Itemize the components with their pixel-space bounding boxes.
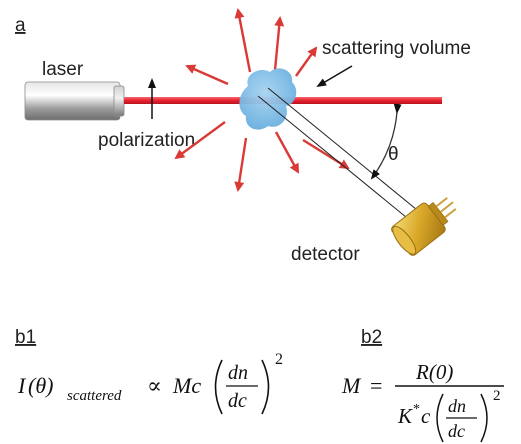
eq-b1-mc: Mc bbox=[172, 373, 201, 398]
eq-b2-equals: = bbox=[370, 373, 382, 398]
angle-arc bbox=[370, 103, 402, 180]
panel-a-label: a bbox=[15, 15, 26, 36]
scattered-light-arrows bbox=[174, 8, 350, 192]
polarization-label: polarization bbox=[98, 130, 195, 151]
eq-b2-exponent: 2 bbox=[493, 388, 501, 404]
eq-b1-proportional: ∝ bbox=[147, 373, 162, 398]
equation-b1: I (θ) scattered ∝ Mc dn dc 2 bbox=[17, 351, 283, 415]
scatter-arrow bbox=[185, 64, 229, 86]
eq-b1-right-paren bbox=[261, 359, 270, 415]
eq-b1-frac-den: dc bbox=[228, 390, 247, 412]
laser-device bbox=[24, 81, 125, 121]
eq-b1-exponent: 2 bbox=[275, 351, 283, 368]
detector-device bbox=[391, 197, 457, 256]
laser-label: laser bbox=[42, 59, 84, 80]
scatter-arrow bbox=[234, 137, 248, 192]
eq-b2-k: K bbox=[397, 404, 413, 428]
eq-b1-subscript: scattered bbox=[67, 388, 122, 404]
scatter-arrow bbox=[234, 8, 252, 73]
detector-label: detector bbox=[291, 244, 360, 265]
eq-b1-theta: (θ) bbox=[28, 373, 53, 398]
eq-b2-star: * bbox=[413, 402, 420, 417]
scatter-arrow bbox=[174, 121, 226, 160]
equation-b2: M = R(0) K * c dn dc 2 bbox=[341, 360, 504, 443]
angle-label: θ bbox=[388, 144, 399, 165]
eq-b1-intensity: I bbox=[17, 373, 27, 398]
scatter-arrow bbox=[273, 16, 285, 71]
eq-b1-frac-num: dn bbox=[228, 362, 248, 384]
scatter-arrow bbox=[274, 131, 300, 174]
eq-b2-frac-den: dc bbox=[448, 421, 465, 441]
scattering-volume-label: scattering volume bbox=[322, 38, 471, 59]
eq-b1-left-paren bbox=[214, 359, 223, 415]
panel-b1-label: b1 bbox=[15, 327, 36, 348]
scatter-arrow bbox=[295, 46, 318, 77]
eq-b2-frac-num: dn bbox=[448, 396, 466, 416]
eq-b2-numerator: R(0) bbox=[415, 360, 453, 384]
scattering-volume-pointer bbox=[316, 65, 353, 88]
eq-b2-right-paren bbox=[480, 393, 488, 443]
panel-b2-label: b2 bbox=[361, 327, 382, 348]
eq-b2-m: M bbox=[341, 373, 362, 398]
eq-b2-c: c bbox=[421, 404, 431, 428]
detection-path bbox=[257, 87, 423, 223]
scattering-volume bbox=[239, 68, 297, 130]
eq-b2-left-paren bbox=[436, 393, 444, 443]
